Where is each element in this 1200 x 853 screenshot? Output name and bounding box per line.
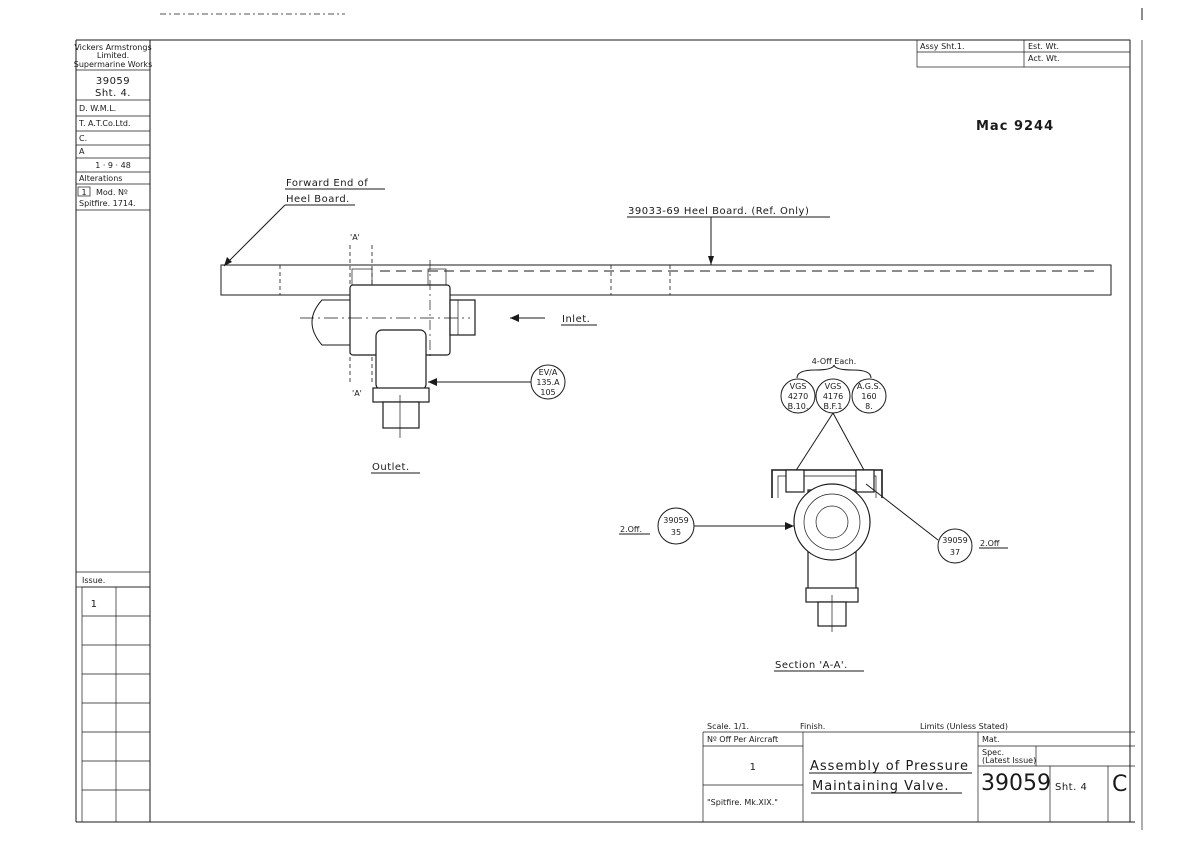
- act-weight-label: Act. Wt.: [1028, 54, 1060, 63]
- drawing-number: 39059: [981, 771, 1051, 796]
- top-right-block: Assy Sht.1. Est. Wt. Act. Wt. Mac 9244: [916, 39, 1131, 134]
- callout-35-2: 35: [671, 528, 681, 537]
- right-off-label: 2.Off: [980, 539, 1000, 548]
- section-a-a-view: [771, 469, 883, 632]
- callout-vgs-1: VGS: [790, 382, 807, 391]
- callout-leader: [865, 483, 939, 541]
- callout-leader: [832, 412, 866, 473]
- checked-by: C.: [79, 134, 87, 143]
- callout-35-1: 39059: [663, 516, 688, 525]
- grouping-brace: [796, 364, 872, 379]
- callout-37-1: 39059: [942, 536, 967, 545]
- scale-label: Scale. 1/1.: [707, 722, 749, 731]
- mod-reference: Spitfire. 1714.: [79, 199, 136, 208]
- valve-side-view: 'A' 'A': [300, 233, 476, 438]
- traced-by: T. A.T.Co.Ltd.: [78, 119, 130, 128]
- approved-by: A: [79, 147, 85, 156]
- callout-leader: [794, 412, 834, 473]
- material-label: Mat.: [982, 735, 999, 744]
- company-name: Vickers Armstrongs: [74, 43, 151, 52]
- bottom-title-block: Scale. 1/1. Finish. Limits (Unless State…: [702, 722, 1135, 822]
- number-off-value: 1: [750, 762, 757, 773]
- part-callout-39059-35: [657, 507, 695, 545]
- inlet-label: Inlet.: [562, 314, 590, 325]
- outlet-label: Outlet.: [372, 462, 410, 473]
- section-mark-a-bottom: 'A': [352, 389, 362, 398]
- drawing-title-line-2: Maintaining Valve.: [812, 779, 949, 794]
- assy-sheet: Assy Sht.1.: [920, 42, 965, 51]
- arrowhead: [510, 314, 519, 322]
- callout-ags-2: 160: [861, 392, 876, 401]
- arrowhead: [428, 378, 437, 386]
- arrowhead: [708, 256, 714, 265]
- left-off-label: 2.Off.: [620, 525, 642, 534]
- callout-vgs-4: VGS: [825, 382, 842, 391]
- part-callout-ags-160: [851, 378, 887, 414]
- drawing-title-line-1: Assembly of Pressure: [810, 759, 969, 774]
- arrowhead: [224, 257, 232, 266]
- four-off-label: 4-Off Each.: [812, 357, 857, 366]
- callout-vgs-2: 4270: [788, 392, 808, 401]
- section-title: Section 'A-A'.: [775, 660, 848, 671]
- left-title-strip: Vickers Armstrongs Limited. Supermarine …: [74, 43, 152, 823]
- drawn-by: D. W.M.L.: [79, 104, 116, 113]
- drawing-frame: [75, 39, 1143, 830]
- callout-ags-1: A.G.S.: [857, 382, 881, 391]
- sheet-number: Sht. 4: [1055, 782, 1087, 793]
- company-name-2: Limited.: [97, 51, 129, 60]
- finish-label: Finish.: [800, 722, 825, 731]
- callout-vgs-6: B.F.1: [824, 402, 843, 411]
- alterations-label: Alterations: [79, 174, 122, 183]
- forward-end-label: Forward End of: [286, 178, 368, 189]
- heel-board-ref-label: 39033-69 Heel Board. (Ref. Only): [628, 206, 809, 217]
- heel-board-label: Heel Board.: [286, 194, 350, 205]
- callout-vgs-3: B.10.: [788, 402, 809, 411]
- callout-37-2: 37: [950, 548, 960, 557]
- part-callout-39059-37: [937, 528, 973, 564]
- heel-board: [220, 264, 1112, 296]
- callout-eva-1: EV/A: [539, 368, 558, 377]
- callout-ags-3: 8.: [865, 402, 873, 411]
- left-sheet-number: Sht. 4.: [95, 88, 131, 99]
- mod-number: 1: [81, 188, 86, 197]
- spec-label: Spec.: [982, 748, 1004, 757]
- company-name-3: Supermarine Works: [74, 60, 152, 69]
- left-drawing-number: 39059: [96, 76, 130, 87]
- number-off-label: Nº Off Per Aircraft: [707, 735, 778, 744]
- issue-letter: C: [1112, 772, 1127, 797]
- spec-issue-label: (Latest Issue): [982, 756, 1036, 765]
- arrowhead: [785, 522, 794, 530]
- mod-label: Mod. Nº: [96, 188, 128, 197]
- issue-label: Issue.: [82, 576, 105, 585]
- limits-label: Limits (Unless Stated): [920, 722, 1008, 731]
- forward-end-leader: [223, 204, 286, 267]
- section-mark-a-top: 'A': [350, 233, 360, 242]
- issue-number: 1: [91, 599, 98, 610]
- aircraft-type: "Spitfire. Mk.XIX.": [707, 798, 778, 807]
- mac-number: Mac 9244: [976, 119, 1054, 134]
- est-weight-label: Est. Wt.: [1028, 42, 1059, 51]
- drawing-date: 1 · 9 · 48: [95, 161, 131, 170]
- callout-eva-3: 105: [540, 388, 555, 397]
- callout-vgs-5: 4176: [823, 392, 843, 401]
- part-callout-vgs-4270: [780, 378, 816, 414]
- callout-eva-2: 135.A: [536, 378, 560, 387]
